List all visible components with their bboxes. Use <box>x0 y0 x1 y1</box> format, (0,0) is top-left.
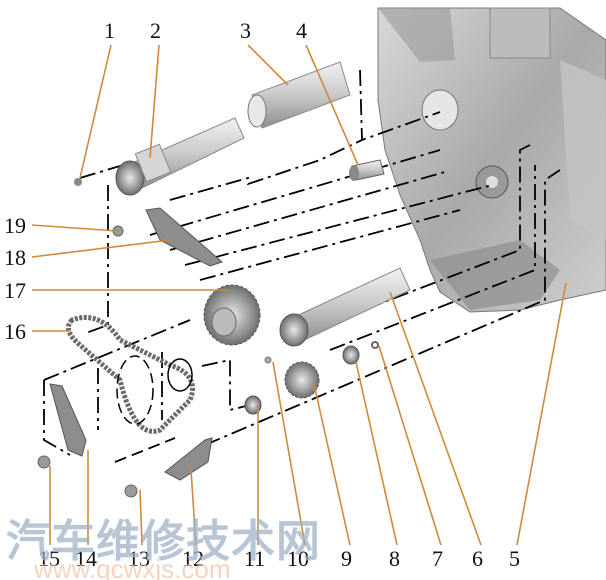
leader-lines <box>31 44 567 546</box>
part-8-idler <box>342 345 360 365</box>
callout-5: 5 <box>509 546 520 571</box>
callout-labels: 1 2 3 4 5 6 7 8 9 10 11 12 13 14 15 16 1… <box>4 18 520 571</box>
part-4-plug <box>349 159 385 181</box>
part-7-ring <box>371 341 379 349</box>
part-13-bolt <box>124 484 138 498</box>
callout-1: 1 <box>104 18 115 43</box>
callout-6: 6 <box>472 546 483 571</box>
engine-block <box>377 7 606 313</box>
part-14-guide-rail <box>49 383 87 457</box>
part-3-cover <box>247 61 351 129</box>
alignment-lines <box>43 69 561 463</box>
callout-10: 10 <box>287 546 309 571</box>
callout-2: 2 <box>150 18 161 43</box>
part-16-chain <box>65 315 195 434</box>
part-18-chain-guide <box>145 207 223 267</box>
part-11-bolt <box>244 395 262 415</box>
callout-9: 9 <box>341 546 352 571</box>
part-9-gear <box>284 361 320 399</box>
callout-3: 3 <box>240 18 251 43</box>
callout-16: 16 <box>4 319 26 344</box>
callout-19: 19 <box>4 213 26 238</box>
part-17-sprocket <box>203 284 261 346</box>
callout-12: 12 <box>182 546 204 571</box>
part-15-bolt <box>37 455 51 469</box>
watermark-text: 汽车维修技术网 <box>6 516 321 567</box>
aux-sprocket-outline <box>167 358 193 392</box>
callout-15: 15 <box>38 546 60 571</box>
callout-8: 8 <box>389 546 400 571</box>
part-10-pin <box>264 356 272 364</box>
callout-13: 13 <box>128 546 150 571</box>
callout-14: 14 <box>75 546 97 571</box>
part-12-tensioner-rail <box>164 437 213 481</box>
watermark-url: www.qcwxjs.com <box>33 554 230 580</box>
callout-18: 18 <box>4 245 26 270</box>
callout-7: 7 <box>432 546 443 571</box>
callout-4: 4 <box>296 18 307 43</box>
callout-17: 17 <box>4 278 26 303</box>
callout-11: 11 <box>244 546 265 571</box>
part-6-balance-shaft <box>279 267 411 347</box>
crank-sprocket-outline <box>116 355 154 425</box>
part-2-camshaft <box>115 117 245 196</box>
part-1-bolt <box>74 178 82 186</box>
watermark: 汽车维修技术网 www.qcwxjs.com <box>6 516 321 580</box>
